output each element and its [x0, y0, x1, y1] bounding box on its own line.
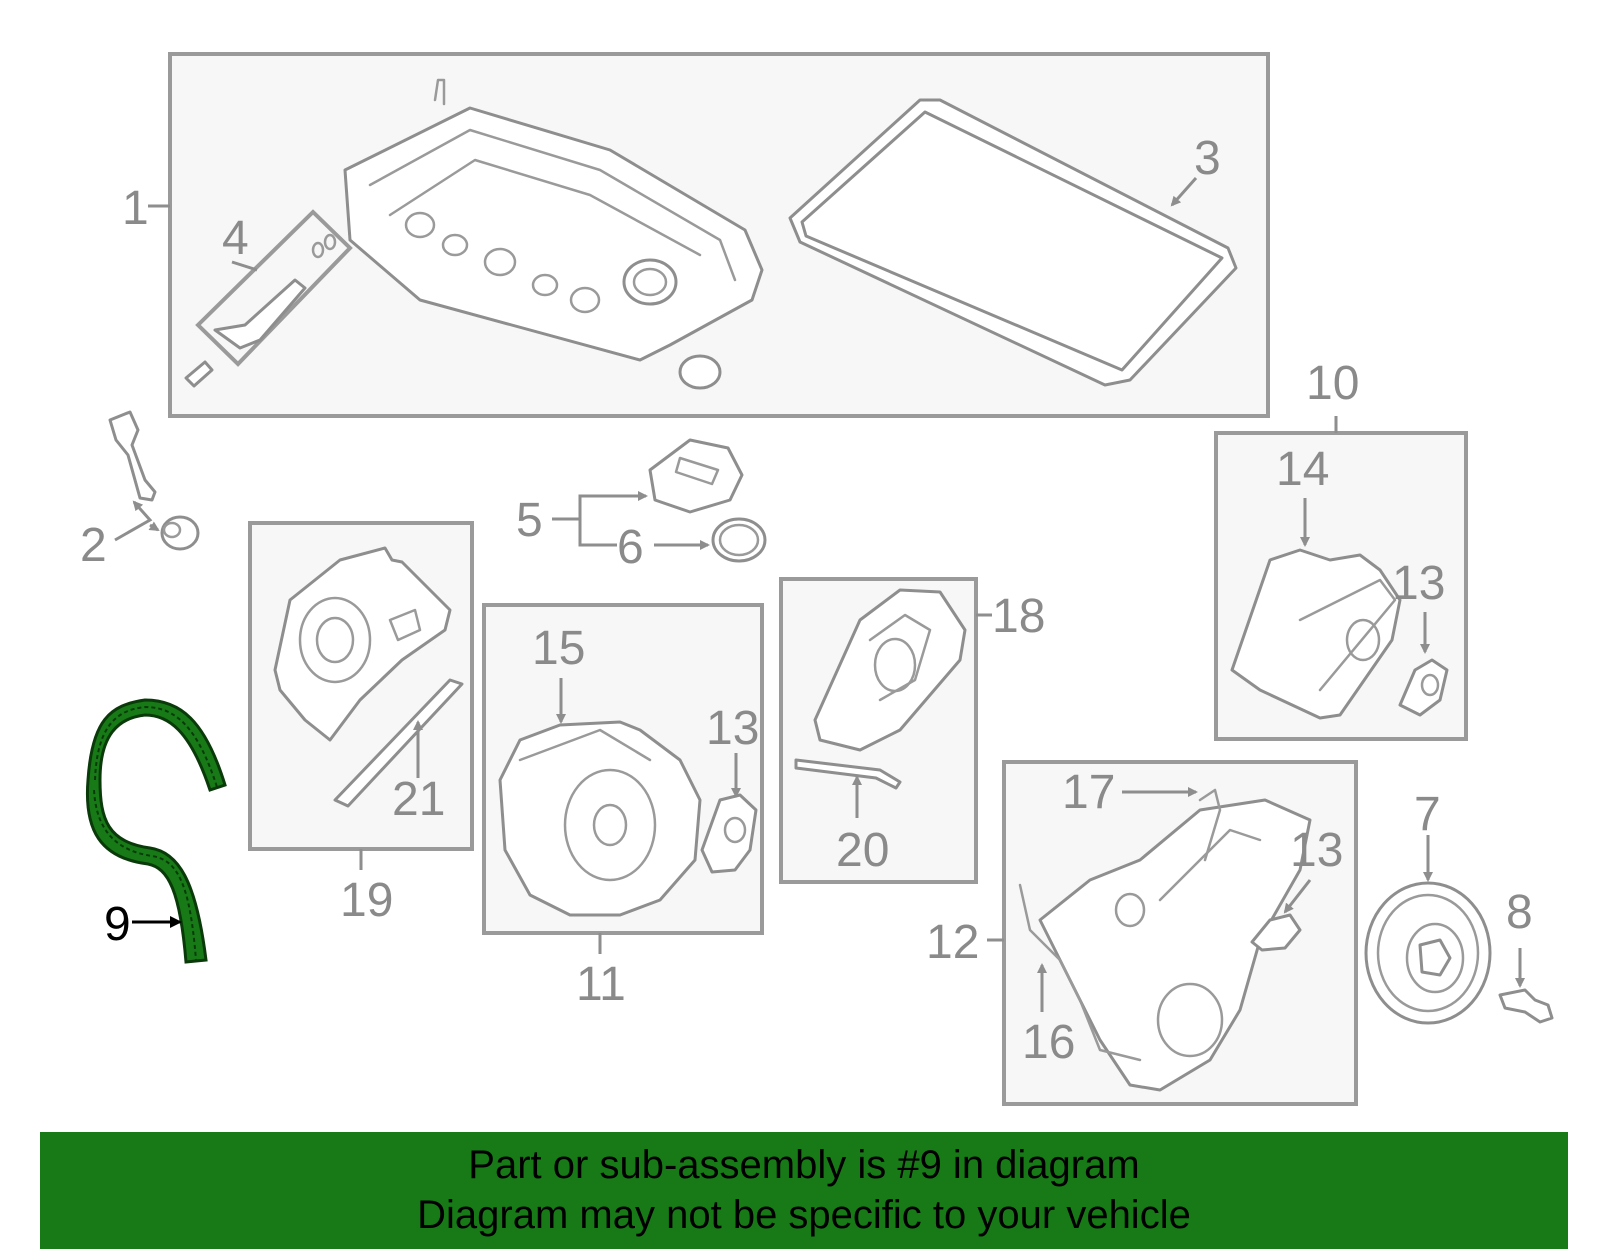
- callout-1: 1: [122, 182, 149, 235]
- callout-15: 15: [532, 622, 585, 675]
- callout-7: 7: [1414, 788, 1441, 841]
- callout-21: 21: [392, 773, 445, 826]
- upper-timing-cover-part[interactable]: [1230, 548, 1402, 720]
- timing-belt-part-highlighted[interactable]: [85, 698, 227, 964]
- cover-cap-part-12[interactable]: [1250, 913, 1302, 952]
- oil-filler-cap-seal-part[interactable]: [711, 517, 767, 563]
- callout-8: 8: [1506, 886, 1533, 939]
- part-info-banner: Part or sub-assembly is #9 in diagram Di…: [40, 1132, 1568, 1249]
- rear-timing-cover-group: [248, 521, 474, 851]
- crankshaft-pulley-part[interactable]: [1364, 881, 1492, 1025]
- callout-17: 17: [1062, 766, 1115, 819]
- front-timing-cover-group: [482, 603, 764, 935]
- callout-14: 14: [1276, 443, 1329, 496]
- callout-9: 9: [104, 898, 131, 951]
- valve-cover-assembly-group: [168, 52, 1270, 418]
- banner-line-disclaimer: Diagram may not be specific to your vehi…: [417, 1193, 1191, 1237]
- rear-timing-cover-part[interactable]: [273, 546, 452, 742]
- callout-labels: 1 2 3 4 5 6 7 8 9 10 11 12 13 13 13 14 1…: [80, 132, 1533, 1069]
- callout-16: 16: [1022, 1016, 1075, 1069]
- callout-18: 18: [992, 590, 1045, 643]
- oil-pressure-switch-part[interactable]: [108, 410, 200, 551]
- callout-12: 12: [926, 916, 979, 969]
- cover-cap-part-11[interactable]: [700, 793, 758, 874]
- dipstick-tube-part[interactable]: [333, 678, 464, 808]
- cover-cap-part-10[interactable]: [1398, 658, 1449, 717]
- callout-13-a: 13: [1392, 557, 1445, 610]
- timing-cover-gasket-part-16[interactable]: [1018, 788, 1222, 1062]
- callout-19: 19: [340, 874, 393, 927]
- valve-cover-gasket-part[interactable]: [788, 98, 1238, 387]
- callout-10: 10: [1306, 357, 1359, 410]
- timing-cover-seal-part-20[interactable]: [794, 758, 902, 790]
- callout-13-c: 13: [1290, 824, 1343, 877]
- oil-control-solenoid-group[interactable]: [184, 209, 353, 388]
- banner-line-part-number: Part or sub-assembly is #9 in diagram: [468, 1143, 1140, 1187]
- callout-2: 2: [80, 519, 107, 572]
- oil-filler-cap-part[interactable]: [648, 438, 744, 514]
- middle-timing-cover-part[interactable]: [813, 588, 967, 752]
- callout-11: 11: [576, 958, 626, 1011]
- callout-5: 5: [516, 494, 543, 547]
- callout-20: 20: [836, 824, 889, 877]
- pulley-bolt-part[interactable]: [1498, 988, 1554, 1024]
- callout-13-b: 13: [706, 702, 759, 755]
- water-pump-housing-part[interactable]: [498, 720, 702, 917]
- leader-lines: [114, 177, 1525, 1012]
- callout-4: 4: [222, 212, 249, 265]
- callout-6: 6: [617, 521, 644, 574]
- callout-3: 3: [1194, 132, 1221, 185]
- upper-timing-cover-group: [1214, 431, 1468, 741]
- lower-timing-cover-group: [1002, 760, 1358, 1106]
- middle-timing-cover-group: [779, 577, 978, 884]
- valve-cover-part[interactable]: [343, 78, 764, 390]
